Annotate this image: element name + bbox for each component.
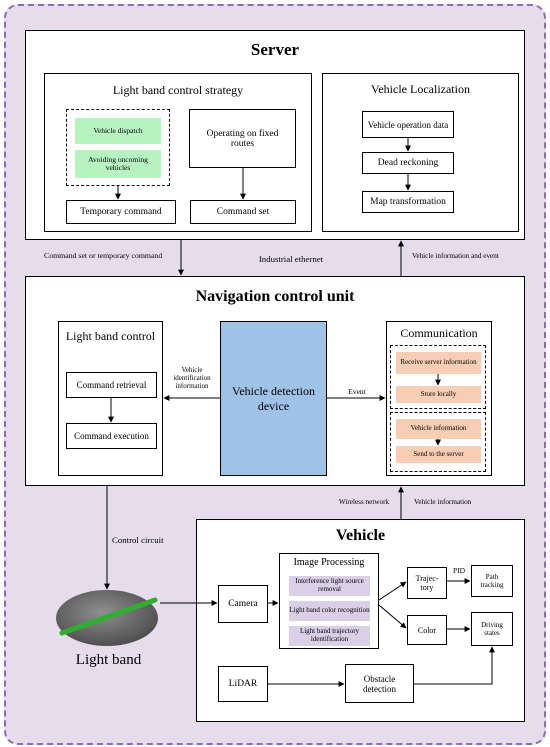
trajectory-label: Trajec-tory: [415, 574, 439, 592]
industrial-ethernet-label: Industrial ethernet: [258, 254, 324, 264]
vehicle-title: Vehicle: [335, 527, 386, 544]
wireless-network-label: Wireless network: [338, 498, 390, 506]
pid-label: PID: [452, 566, 466, 575]
dead-reckoning-label: Dead reckoning: [377, 158, 439, 168]
lidar-box: LiDAR: [218, 666, 268, 702]
event-label: Event: [348, 387, 366, 396]
receive-server-info-box: Receive server information: [396, 352, 481, 374]
operation-data-label: Vehicle operation data: [367, 119, 449, 130]
vehicle-dispatch-box: Vehicle dispatch: [75, 118, 161, 144]
camera-box: Camera: [218, 585, 268, 623]
color-recognition-box: Light band color recognition: [289, 601, 370, 621]
command-set-label: Command set: [216, 207, 270, 217]
obstacle-detection-label: Obstacle detection: [363, 673, 396, 694]
command-retrieval-box: Command retrieval: [66, 372, 157, 398]
fixed-routes-label: Operating on fixed routes: [206, 128, 279, 149]
light-band-control-title: Light band control: [65, 329, 156, 343]
store-locally-box: Store locally: [396, 386, 481, 403]
driving-states-box: Driving states: [471, 612, 513, 646]
trajectory-identification-box: Light band trajectory identification: [289, 626, 370, 646]
path-tracking-label: Path tracking: [480, 573, 504, 589]
fixed-routes-box: Operating on fixed routes: [189, 109, 296, 168]
server-title: Server: [250, 40, 300, 59]
communication-title: Communication: [400, 326, 478, 340]
trajectory-box: Trajec-tory: [407, 567, 447, 599]
lidar-label: LiDAR: [228, 679, 258, 689]
command-retrieval-label: Command retrieval: [76, 380, 147, 390]
strategy-title: Light band control strategy: [112, 83, 244, 97]
ncu-title: Navigation control unit: [195, 288, 355, 305]
localization-title: Vehicle Localization: [371, 82, 470, 96]
path-tracking-box: Path tracking: [471, 565, 513, 597]
color-label: Color: [417, 625, 437, 635]
dead-reckoning-box: Dead reckoning: [362, 152, 454, 174]
driving-states-label: Driving states: [481, 621, 503, 637]
command-execution-label: Command execution: [74, 431, 149, 441]
command-execution-box: Command execution: [66, 423, 157, 449]
image-processing-title: Image Processing: [293, 557, 365, 568]
avoiding-oncoming-box: Avoiding oncoming vehicles: [75, 150, 161, 178]
control-circuit-label: Control circuit: [112, 535, 164, 545]
send-to-server-box: Send to the server: [396, 446, 481, 463]
color-box: Color: [407, 615, 447, 645]
light-band-label: Light band: [75, 652, 142, 668]
map-transformation-label: Map transformation: [370, 197, 446, 207]
vehicle-information-link-label: Vehicle information: [414, 498, 472, 506]
command-set-or-temp-label: Command set or temporary command: [44, 251, 163, 260]
interference-removal-box: Interference light source removal: [289, 576, 370, 596]
command-set-box: Command set: [190, 200, 296, 224]
vehicle-detection-device-box: Vehicle detection device: [220, 321, 327, 476]
camera-label: Camera: [228, 599, 258, 609]
temporary-command-box: Temporary command: [66, 200, 176, 224]
vehicle-identification-label: Vehicle identification information: [173, 366, 211, 390]
map-transformation-box: Map transformation: [362, 191, 454, 213]
obstacle-detection-box: Obstacle detection: [345, 664, 414, 703]
vehicle-operation-data-box: Vehicle operation data: [362, 111, 454, 138]
vehicle-information-box: Vehicle information: [396, 419, 481, 439]
detection-device-label: Vehicle detection device: [232, 384, 315, 413]
temporary-command-label: Temporary command: [80, 207, 162, 217]
vehicle-info-event-label: Vehicle information and event: [412, 252, 499, 260]
